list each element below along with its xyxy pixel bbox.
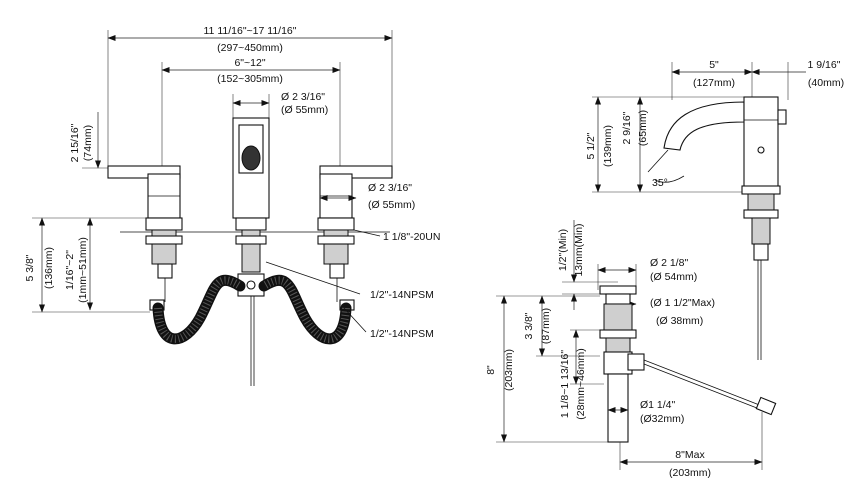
drain-min-mm: 13mm(Min) [573,223,585,276]
handle-dia-inch: Ø 2 3/16" [368,182,412,194]
shank-inch: 5 3/8" [24,254,36,281]
shank-mm: (136mm) [43,247,55,289]
tail-dia-inch: Ø1 1/4" [640,399,676,411]
drain-view: 1/2"(Min) 13mm(Min) Ø 2 1/8" (Ø 54mm) (Ø… [485,220,777,479]
handle-height-inch: 2 15/16" [69,123,81,162]
rod-max-mm: (203mm) [669,467,711,479]
drain-8-mm: (203mm) [503,349,515,391]
drain-range-mm: (28mm~46mm) [575,348,587,419]
spout-height-mm: (139mm) [602,125,614,167]
base-inch: 1 9/16" [808,59,841,71]
drain-338-mm: (87mm) [540,308,552,344]
drain-min-inch: 1/2"(Min) [557,229,569,271]
drain-body-inch: (Ø 1 1/2"Max) [650,297,715,309]
spread-inch: 6"~12" [234,57,265,69]
outlet-height-mm: (65mm) [637,110,649,146]
base-mm: (40mm) [808,77,844,89]
drain-cap-inch: Ø 2 1/8" [650,257,688,269]
reach-inch: 5" [709,59,719,71]
deck-mm: (1mm~51mm) [77,237,89,303]
drain-body-mm: (Ø 38mm) [656,315,703,327]
spout-height-inch: 5 1/2" [585,132,597,159]
handle-height-mm: (74mm) [82,125,94,161]
width-overall-mm: (297~450mm) [217,42,283,54]
side-view: 5" (127mm) 1 9/16" (40mm) 5 1/2" (139mm)… [585,59,844,360]
outlet-height-inch: 2 9/16" [621,111,633,144]
tail-dia-mm: (Ø32mm) [640,413,684,425]
drain-range-inch: 1 1/8~1 13/16" [559,350,571,419]
drain-338-inch: 3 3/8" [523,312,535,339]
spread-mm: (152~305mm) [217,73,283,85]
drain-cap-mm: (Ø 54mm) [650,271,697,283]
npsm-label-2: 1/2"-14NPSM [370,328,434,340]
deck-inch: 1/16"~2" [64,250,76,290]
spout-dia-mm: (Ø 55mm) [281,104,328,116]
rod-max-inch: 8"Max [675,449,705,461]
thread-un-label: 1 1/8"-20UN [383,231,440,243]
front-view: 11 11/16"~17 11/16" (297~450mm) 6"~12" (… [24,25,440,386]
drain-8-inch: 8" [485,365,497,375]
width-overall-inch: 11 11/16"~17 11/16" [204,25,297,37]
spout-dia-inch: Ø 2 3/16" [281,91,325,103]
reach-mm: (127mm) [693,77,735,89]
npsm-label-1: 1/2"-14NPSM [370,289,434,301]
handle-dia-mm: (Ø 55mm) [368,199,415,211]
angle-label: 35° [652,177,668,189]
